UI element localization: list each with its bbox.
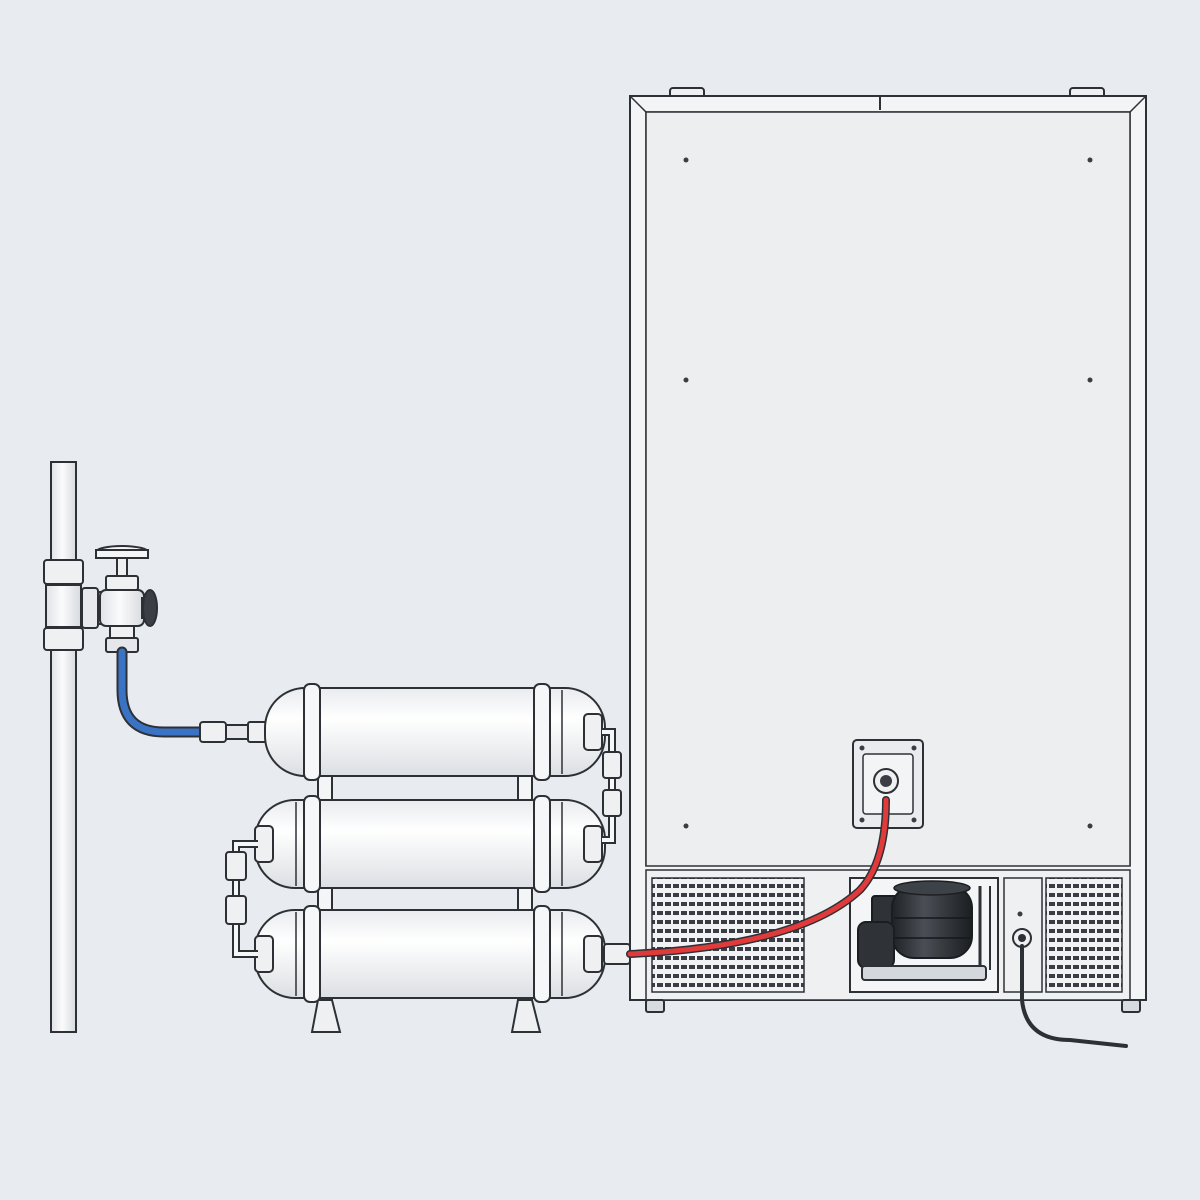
filter-housing-top xyxy=(264,683,606,781)
appliance-cabinet xyxy=(629,87,1147,1013)
shutoff-valve[interactable] xyxy=(95,545,158,653)
compressor-icon xyxy=(891,885,973,959)
gate-valve-icon[interactable] xyxy=(142,589,158,627)
compressor xyxy=(849,877,999,993)
filter-interconnect-left xyxy=(225,840,258,958)
power-cord xyxy=(1003,877,1128,1048)
inlet-supply-line xyxy=(116,646,269,743)
filter-housing-bottom xyxy=(254,905,606,1003)
vent-grille-right xyxy=(1045,877,1123,993)
filter-interconnect-right xyxy=(602,728,622,844)
water-supply-pipe xyxy=(43,461,105,1033)
filter-housing-middle xyxy=(254,795,606,893)
filtered-water-line xyxy=(603,796,890,965)
